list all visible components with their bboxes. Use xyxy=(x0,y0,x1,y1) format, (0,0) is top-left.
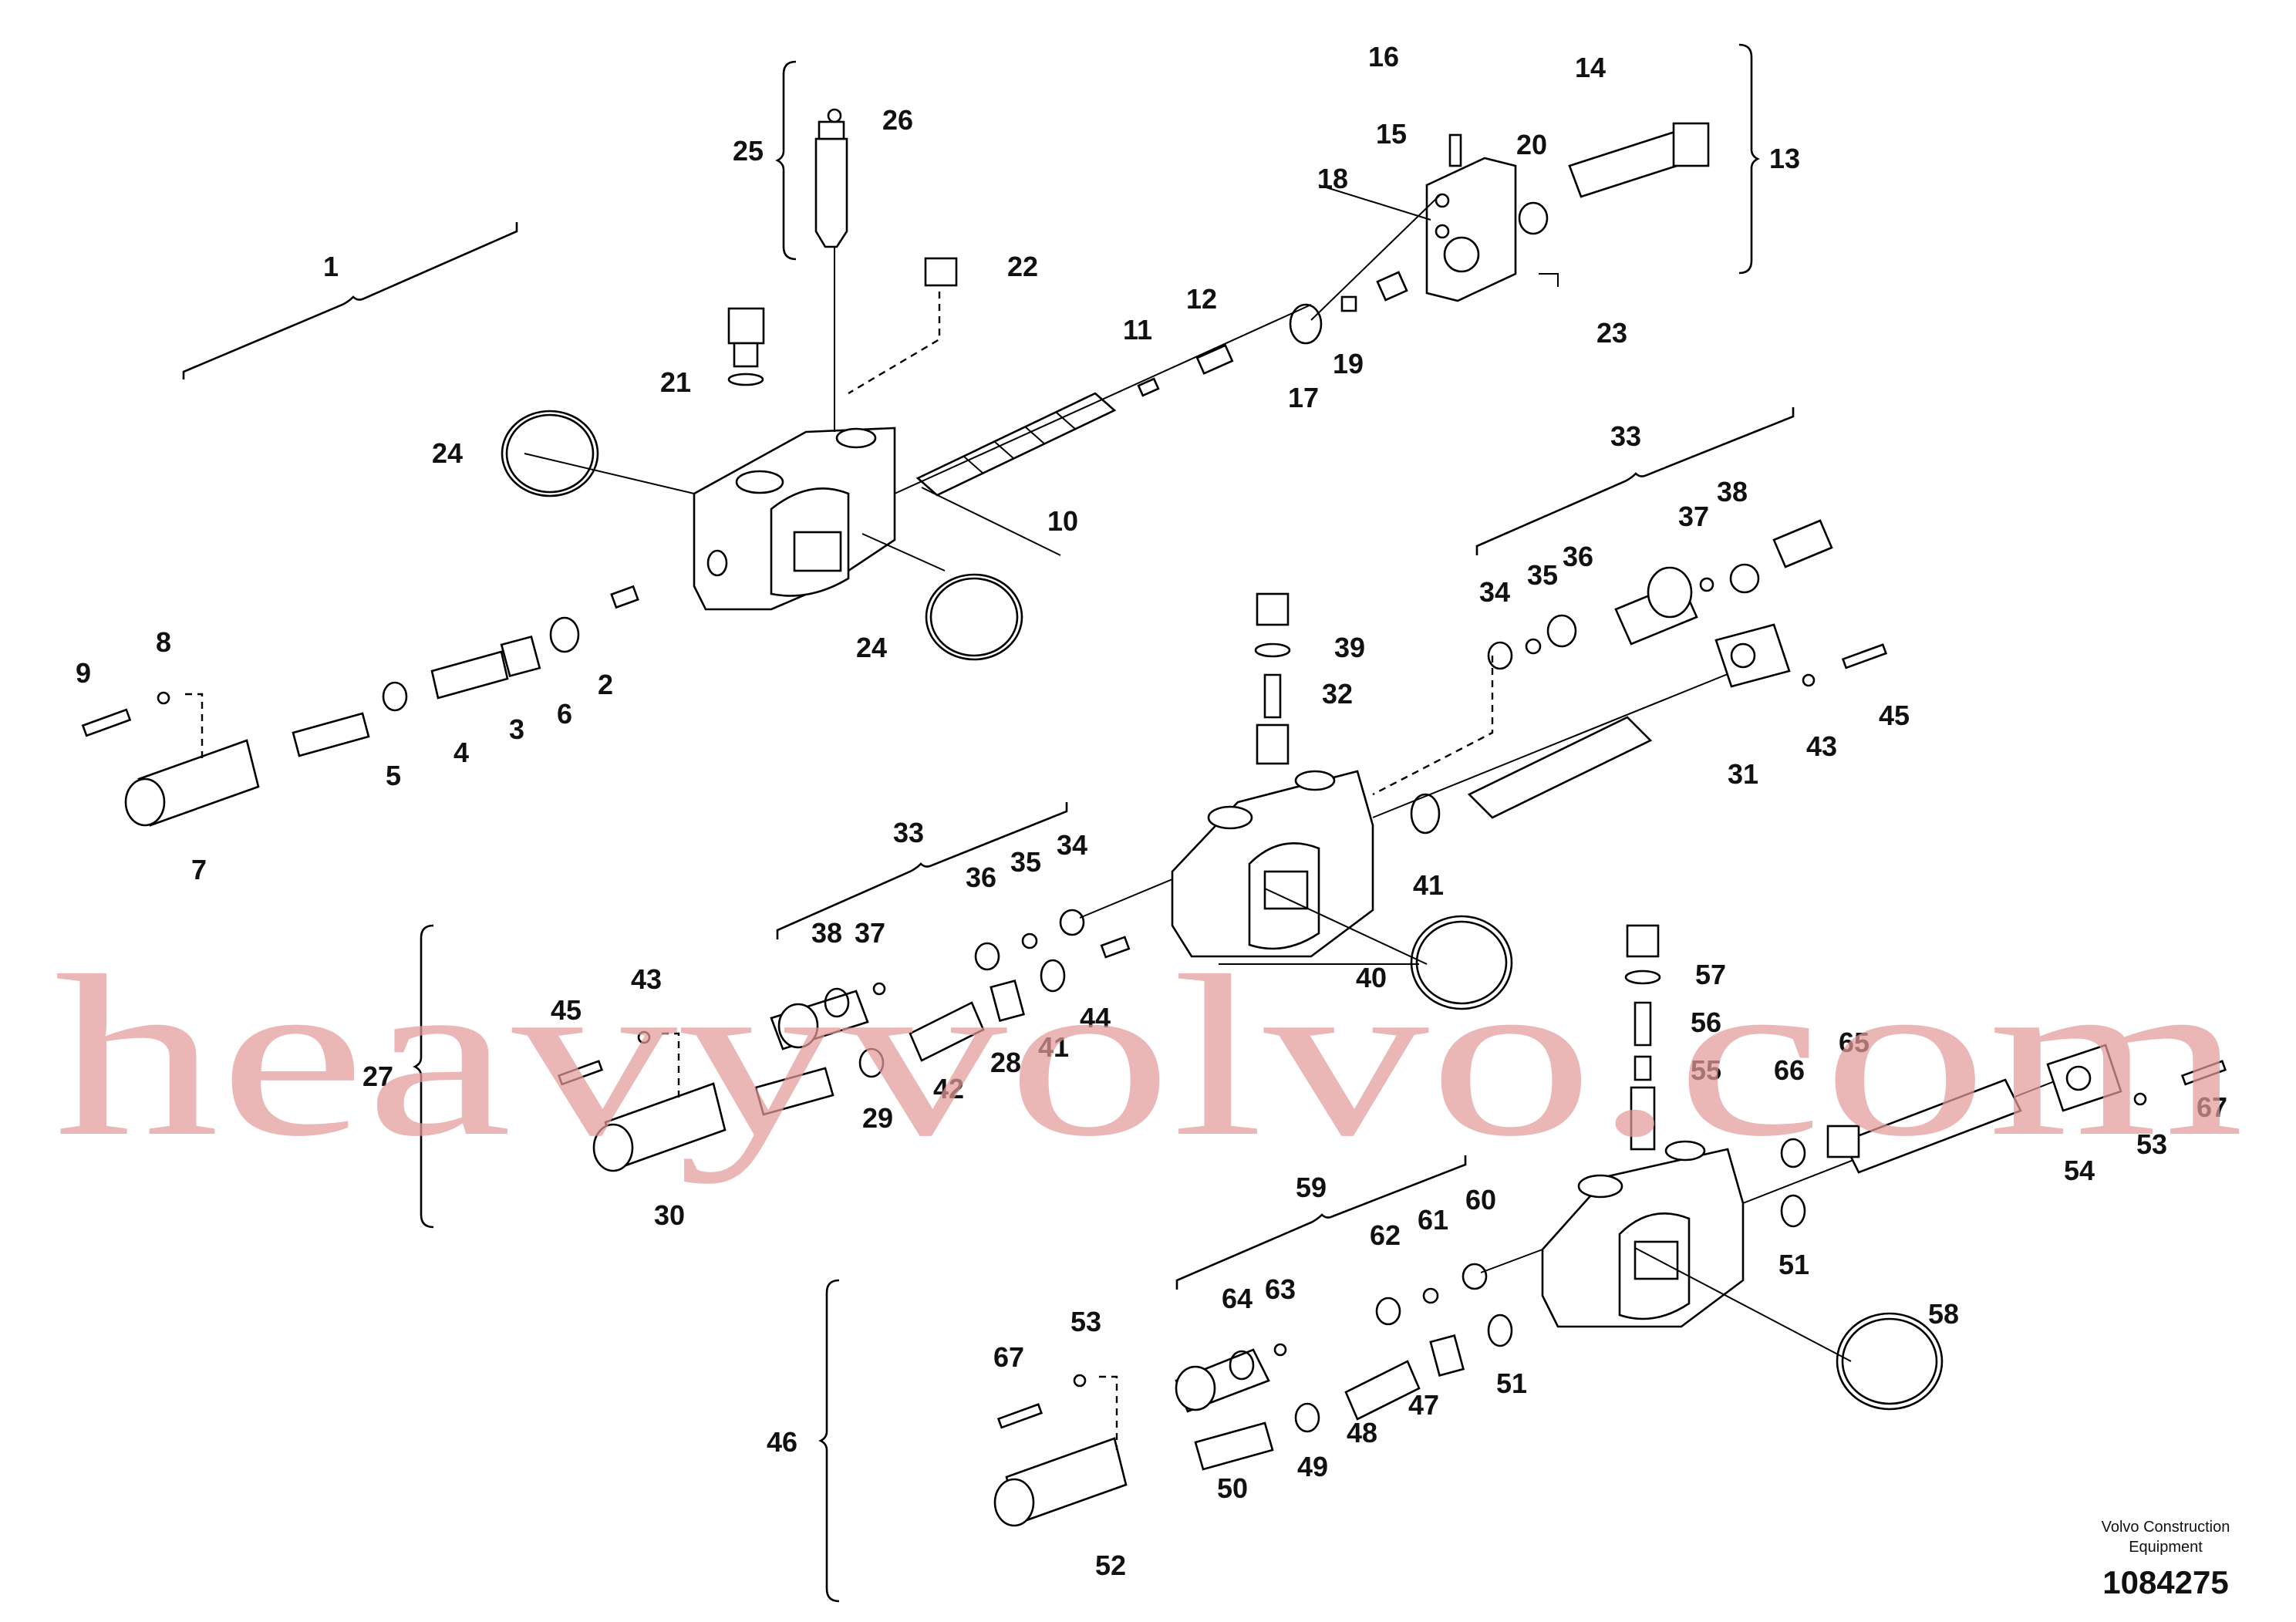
callout-33b: 33 xyxy=(893,817,924,848)
callout-41b: 41 xyxy=(1038,1031,1069,1063)
callout-56: 56 xyxy=(1691,1007,1721,1038)
callout-35b: 35 xyxy=(1010,846,1041,878)
callout-62: 62 xyxy=(1370,1219,1401,1251)
brand-line-1: Volvo Construction xyxy=(2102,1519,2230,1536)
callout-17: 17 xyxy=(1288,382,1319,413)
callout-25: 25 xyxy=(733,135,764,167)
callout-2: 2 xyxy=(598,669,613,700)
callout-30: 30 xyxy=(654,1199,685,1231)
callout-23: 23 xyxy=(1596,317,1627,349)
callout-34b: 34 xyxy=(1057,829,1087,861)
callout-15: 15 xyxy=(1376,118,1407,150)
callout-52: 52 xyxy=(1095,1549,1126,1581)
callout-37: 37 xyxy=(1678,501,1709,532)
leader-lines xyxy=(524,184,1852,1362)
callout-38: 38 xyxy=(1717,476,1748,508)
callout-64: 64 xyxy=(1222,1283,1253,1314)
callout-66: 66 xyxy=(1774,1054,1805,1086)
callout-40: 40 xyxy=(1356,962,1387,993)
callout-38b: 38 xyxy=(811,917,842,949)
callout-41: 41 xyxy=(1413,869,1444,901)
callout-53b: 53 xyxy=(1070,1306,1101,1337)
callout-22: 22 xyxy=(1007,251,1038,282)
callout-9: 9 xyxy=(76,657,91,689)
callout-6: 6 xyxy=(557,698,572,730)
callout-12: 12 xyxy=(1186,283,1217,315)
callout-49: 49 xyxy=(1297,1451,1328,1482)
callout-28: 28 xyxy=(990,1047,1021,1078)
callout-18: 18 xyxy=(1317,163,1348,194)
callout-65: 65 xyxy=(1839,1027,1870,1058)
callout-13: 13 xyxy=(1769,143,1800,174)
callout-37b: 37 xyxy=(855,917,885,949)
callout-36b: 36 xyxy=(966,862,996,893)
callout-27: 27 xyxy=(362,1061,393,1092)
callout-34: 34 xyxy=(1479,576,1510,608)
valve-section-3 xyxy=(818,924,2227,1603)
callout-43: 43 xyxy=(1806,730,1837,762)
callout-48: 48 xyxy=(1347,1417,1377,1448)
callout-29: 29 xyxy=(862,1102,893,1134)
callout-11: 11 xyxy=(1123,314,1152,346)
callout-1: 1 xyxy=(323,251,339,282)
callout-60: 60 xyxy=(1465,1184,1496,1216)
callout-10: 10 xyxy=(1047,505,1078,537)
document-number: 1084275 xyxy=(2102,1564,2229,1600)
callout-44: 44 xyxy=(1080,1002,1111,1034)
callout-26: 26 xyxy=(882,104,913,136)
callout-51: 51 xyxy=(1778,1249,1809,1280)
brand-line-2: Equipment xyxy=(2129,1539,2203,1556)
callout-45b: 45 xyxy=(551,994,582,1026)
callout-42: 42 xyxy=(933,1073,964,1104)
callout-labels: 1 2 3 4 5 6 7 8 9 10 11 12 13 14 15 16 1… xyxy=(76,41,2227,1581)
callout-51b: 51 xyxy=(1496,1367,1527,1399)
callout-31: 31 xyxy=(1728,758,1758,790)
callout-7: 7 xyxy=(191,854,207,885)
callout-54: 54 xyxy=(2064,1155,2095,1186)
footer-branding: Volvo Construction Equipment 1084275 xyxy=(2102,1519,2230,1600)
watermark-text: heavyvolvo.com xyxy=(54,928,2244,1185)
callout-24: 24 xyxy=(432,437,463,469)
callout-57: 57 xyxy=(1695,959,1726,990)
callout-19: 19 xyxy=(1333,348,1364,379)
callout-20: 20 xyxy=(1516,129,1547,160)
callout-55: 55 xyxy=(1691,1054,1721,1086)
callout-58: 58 xyxy=(1928,1298,1959,1330)
callout-32: 32 xyxy=(1322,678,1353,710)
callout-53: 53 xyxy=(2136,1128,2167,1160)
callout-4: 4 xyxy=(453,737,469,768)
callout-46: 46 xyxy=(767,1426,797,1458)
callout-43b: 43 xyxy=(631,963,662,995)
callout-3: 3 xyxy=(509,713,524,745)
callout-5: 5 xyxy=(386,760,401,791)
callout-67b: 67 xyxy=(993,1341,1024,1373)
callout-21: 21 xyxy=(660,366,691,398)
callout-61: 61 xyxy=(1418,1204,1448,1236)
valve-section-1 xyxy=(81,43,1760,827)
callout-33: 33 xyxy=(1610,420,1641,452)
callout-8: 8 xyxy=(156,626,171,658)
callout-35: 35 xyxy=(1527,559,1558,591)
callout-16: 16 xyxy=(1368,41,1399,73)
callout-45: 45 xyxy=(1879,700,1910,731)
callout-50: 50 xyxy=(1217,1472,1248,1504)
callout-59: 59 xyxy=(1296,1172,1327,1203)
valve-section-2 xyxy=(413,407,1888,1229)
callout-47: 47 xyxy=(1408,1389,1439,1421)
callout-67: 67 xyxy=(2197,1091,2227,1123)
callout-24b: 24 xyxy=(856,632,887,663)
callout-14: 14 xyxy=(1575,52,1606,83)
callout-63: 63 xyxy=(1265,1273,1296,1305)
callout-36: 36 xyxy=(1563,541,1593,572)
callout-39: 39 xyxy=(1334,632,1365,663)
